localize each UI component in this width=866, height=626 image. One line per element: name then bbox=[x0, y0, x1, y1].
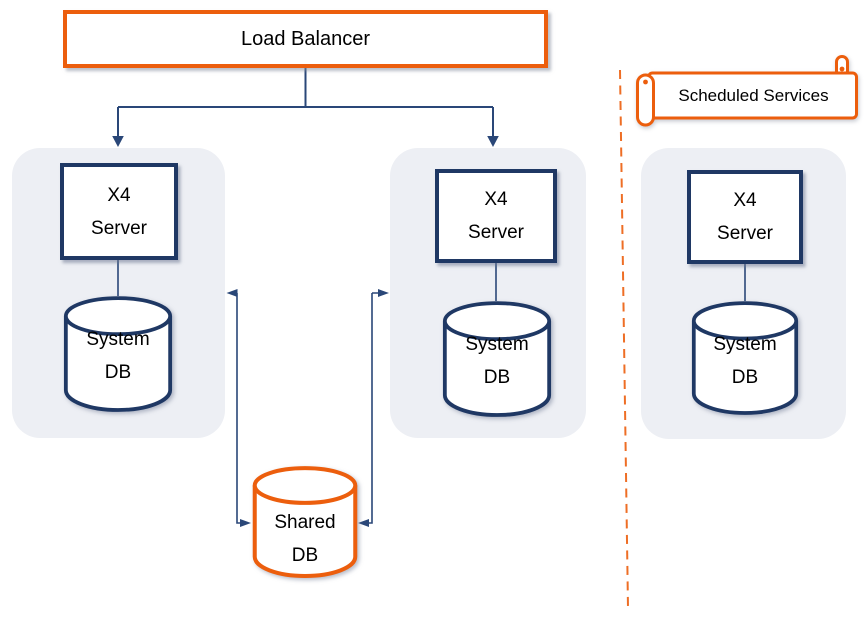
system-db-label-line1: System bbox=[86, 329, 150, 350]
database-cylinder-icon bbox=[442, 301, 552, 417]
x4-server-node-1: X4 Server bbox=[60, 163, 178, 260]
system-db-label-line2: DB bbox=[731, 367, 759, 388]
system-db-node-1: System DB bbox=[63, 295, 173, 415]
x4-server-node-2: X4 Server bbox=[435, 169, 557, 263]
arrowhead-right-to-group2 bbox=[378, 289, 389, 297]
arrowhead-left-to-shared-db bbox=[358, 519, 369, 527]
system-db-label-line1: System bbox=[465, 334, 529, 355]
arrowhead-left-to-group1 bbox=[226, 289, 238, 297]
arrowhead-down-right bbox=[487, 136, 499, 147]
system-db-label-line2: DB bbox=[483, 367, 511, 388]
load-balancer-connector bbox=[117, 68, 494, 137]
load-balancer-node: Load Balancer bbox=[63, 10, 548, 68]
x4-server-label-line1: X4 bbox=[484, 189, 508, 210]
section-divider-dashed-line bbox=[619, 69, 629, 609]
arrowhead-down-left bbox=[112, 136, 124, 147]
database-cylinder-icon bbox=[691, 301, 799, 415]
load-balancer-label: Load Balancer bbox=[241, 27, 370, 50]
system-db-node-3: System DB bbox=[691, 300, 799, 418]
x4-server-node-3: X4 Server bbox=[687, 170, 803, 264]
shared-db-node: Shared DB bbox=[252, 462, 358, 584]
shared-db-link-right bbox=[369, 292, 378, 524]
system-db-label-line2: DB bbox=[104, 362, 132, 383]
system-db-label-line1: System bbox=[713, 334, 777, 355]
system-db-node-2: System DB bbox=[442, 300, 552, 420]
shared-db-label-line1: Shared bbox=[274, 512, 336, 533]
database-cylinder-icon bbox=[252, 466, 358, 578]
scheduled-services-label: Scheduled Services bbox=[678, 85, 829, 105]
x4-server-label-line2: Server bbox=[468, 222, 524, 243]
shared-db-label-line2: DB bbox=[291, 545, 319, 566]
shared-db-link-left bbox=[236, 293, 240, 524]
scheduled-services-banner: Scheduled Services bbox=[632, 52, 862, 132]
scroll-shape-icon bbox=[636, 55, 858, 127]
x4-server-label-line1: X4 bbox=[107, 184, 131, 206]
arrowhead-right-to-shared-db bbox=[240, 519, 251, 527]
database-cylinder-icon bbox=[63, 296, 173, 412]
x4-server-label-line1: X4 bbox=[733, 190, 757, 211]
x4-server-label-line2: Server bbox=[717, 223, 773, 244]
x4-server-label-line2: Server bbox=[91, 217, 147, 239]
